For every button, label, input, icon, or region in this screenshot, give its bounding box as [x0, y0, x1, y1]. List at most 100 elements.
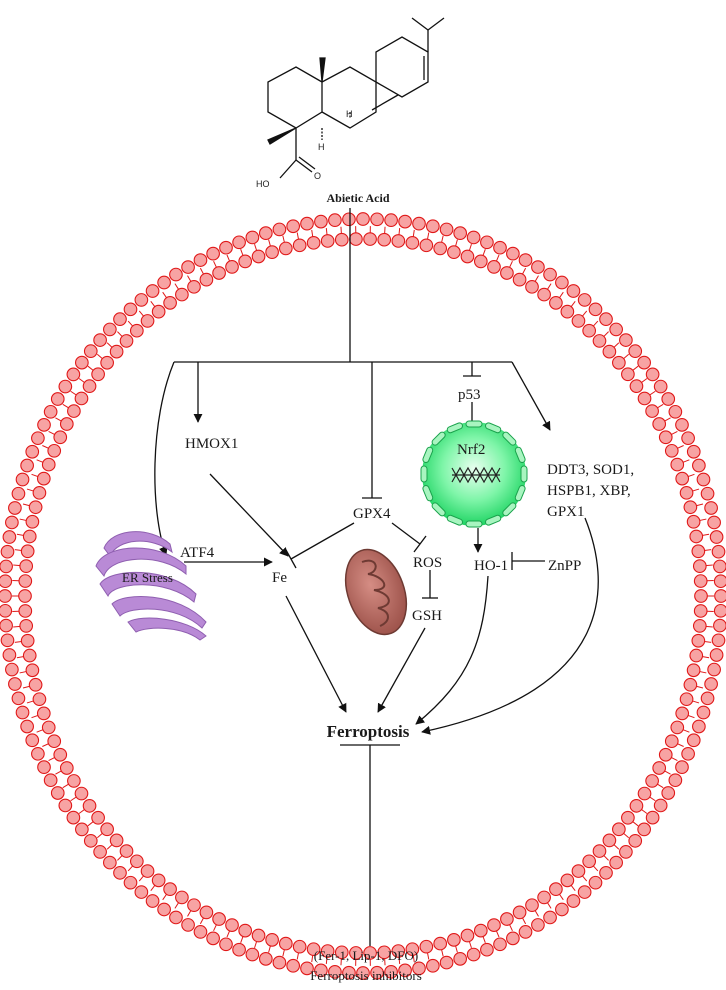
lipid-head: [398, 214, 412, 229]
lipid-head: [681, 431, 695, 446]
lipid-head: [119, 334, 134, 348]
lipid-head: [306, 235, 321, 250]
lipid-head: [103, 855, 117, 870]
lipid-head: [609, 855, 623, 870]
lipid-head: [5, 662, 19, 677]
lipid-head: [537, 287, 551, 302]
lipid-head: [713, 574, 726, 589]
lipid-head: [707, 662, 721, 677]
dna-strand: [451, 466, 501, 484]
lipid-head: [93, 333, 107, 347]
lipid-head: [512, 272, 527, 287]
lipid-head: [681, 746, 695, 761]
lipid-head: [356, 966, 370, 980]
lipid-head: [645, 367, 660, 382]
lipid-head: [658, 747, 673, 762]
lipid-head: [306, 942, 321, 957]
nuclear-pore: [422, 446, 434, 463]
lipid-head: [232, 235, 246, 250]
nuclear-pore: [431, 502, 446, 517]
lipid-head: [20, 544, 35, 559]
lipid-head: [37, 417, 51, 432]
lipid-head: [113, 312, 127, 327]
lipid-head: [75, 822, 89, 837]
lipid-head: [612, 822, 626, 837]
lipid-head: [675, 417, 689, 432]
lipid-head: [664, 443, 679, 458]
lipid-head: [473, 254, 488, 269]
lipid-head: [619, 333, 633, 347]
lipid-head: [219, 240, 233, 255]
lipid-head: [668, 773, 683, 788]
lipid-head: [15, 705, 30, 720]
lipid-head: [109, 833, 124, 848]
lipid-head: [43, 773, 58, 788]
nuclear-pore: [465, 420, 483, 428]
lipid-head: [493, 937, 507, 952]
lipid-head: [592, 334, 607, 348]
lipid-head: [19, 559, 34, 573]
lipid-head: [258, 951, 273, 966]
lipid-head: [41, 720, 56, 735]
lipid-head: [58, 798, 73, 813]
lipid-head: [691, 633, 706, 648]
lipid-head: [531, 918, 545, 932]
lipid-head: [272, 222, 287, 237]
lipid-head: [661, 786, 676, 800]
nucleus: [420, 420, 528, 528]
lipid-head: [709, 648, 724, 662]
lipid-head: [645, 774, 659, 788]
lipid-head: [700, 691, 715, 706]
lipid-head: [560, 304, 575, 319]
lipid-head: [525, 898, 539, 913]
lipid-head: [134, 293, 149, 307]
lipid-head: [32, 485, 47, 500]
lipid-head: [0, 618, 13, 633]
lipid-head: [683, 677, 698, 692]
lipid-head: [123, 875, 138, 890]
lipid-head: [334, 232, 349, 247]
lipid-head: [334, 945, 349, 960]
lipid-head: [652, 417, 667, 431]
lipid-head: [453, 951, 468, 966]
lipid-head: [292, 939, 307, 954]
lipid-head: [692, 559, 707, 573]
lipid-head: [637, 822, 651, 837]
lipid-head: [645, 810, 660, 825]
lipid-head: [675, 471, 690, 486]
lipid-head: [278, 241, 293, 256]
lipid-head: [0, 574, 13, 589]
lipid-head: [251, 928, 266, 943]
lipid-head: [711, 633, 726, 648]
lipid-head: [582, 323, 597, 338]
lipid-head: [0, 603, 13, 618]
lipid-head: [571, 864, 586, 878]
lipid-head: [694, 589, 708, 603]
lipid-head: [32, 692, 47, 707]
lipid-head: [370, 965, 384, 980]
lipid-head: [512, 905, 527, 920]
lipid-head: [686, 444, 701, 459]
lipid-head: [187, 898, 201, 913]
lipid-head: [675, 760, 689, 775]
lipid-head: [543, 910, 557, 925]
lipid-head: [50, 392, 65, 406]
lipid-head: [28, 500, 43, 515]
lipid-head: [555, 902, 569, 917]
lipid-head: [473, 923, 488, 938]
lipid-head: [480, 942, 494, 957]
lipid-head: [22, 529, 37, 544]
lipid-head: [525, 279, 539, 294]
lipid-head: [181, 918, 195, 932]
lipid-head: [384, 213, 398, 228]
lipid-head: [74, 786, 89, 801]
lipid-head: [25, 733, 40, 748]
lipid-head: [212, 266, 226, 280]
inhibitors-title: Ferroptosis inhibitors: [310, 968, 422, 983]
lipid-head: [66, 367, 81, 382]
lipid-head: [500, 266, 514, 280]
lipid-head: [419, 238, 434, 253]
lipid-head: [686, 514, 701, 529]
lipid-head: [157, 275, 171, 290]
lipid-head: [693, 604, 708, 618]
